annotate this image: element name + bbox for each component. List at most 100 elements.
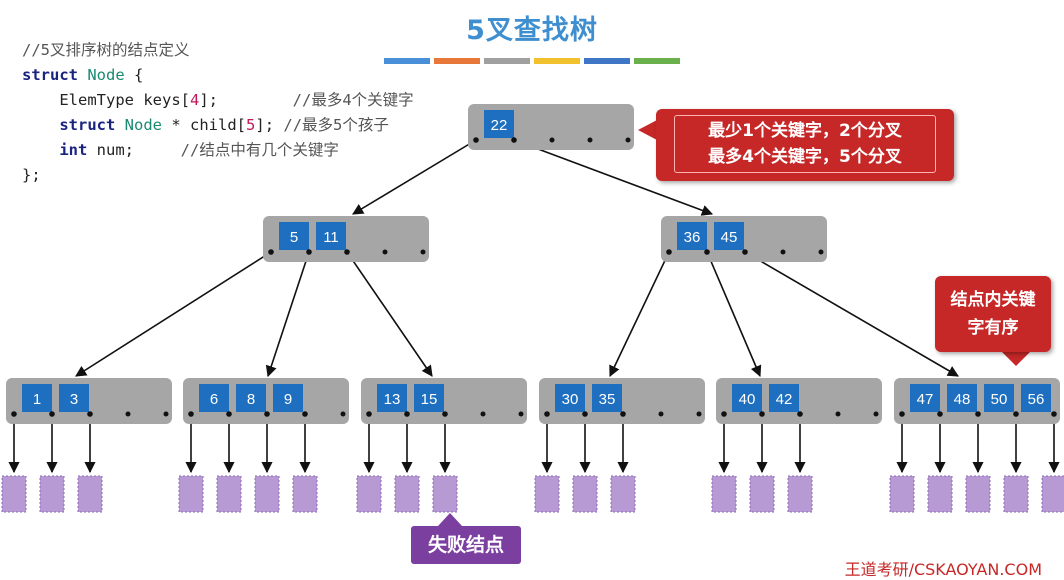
edge-level1-child — [609, 251, 670, 378]
leaf-node-key-label: 8 — [247, 391, 255, 408]
credit-text: 王道考研/CSKAOYAN.COM — [844, 560, 1042, 579]
failure-node — [178, 475, 204, 513]
leaf-node-child-pointer — [721, 411, 727, 417]
code-open-brace: { — [134, 66, 144, 84]
leaf-node-child-pointer — [797, 411, 803, 417]
leaf-node-key-label: 9 — [284, 391, 292, 408]
leaf-node-child-pointer — [302, 411, 308, 417]
level1-node-key-box — [316, 222, 346, 250]
leaf-node-child-pointer — [899, 411, 905, 417]
failure-node — [927, 475, 953, 513]
root-node-null-pointer — [549, 137, 555, 143]
failure-node — [711, 475, 737, 513]
failure-node — [292, 475, 318, 513]
code-keys-name: keys — [143, 91, 181, 109]
leaf-node-key-label: 30 — [562, 391, 579, 408]
leaf-node-key-box — [59, 384, 89, 412]
leaf-node-key-label: 35 — [599, 391, 616, 408]
code-field-child: struct Node * child[5]; //最多5个孩子 — [59, 116, 389, 134]
branch-rule-line-2: 最多4个关键字，5个分叉 — [708, 147, 902, 167]
level1-node-key-label: 36 — [684, 229, 701, 246]
failure-node — [216, 475, 242, 513]
failure-node — [889, 475, 915, 513]
level1-node-child-pointer — [666, 249, 672, 255]
leaf-node-null-pointer — [518, 411, 524, 417]
leaf-node-key-box — [236, 384, 266, 412]
leaf-node-child-pointer — [1013, 411, 1019, 417]
level1-node-child-pointer — [742, 249, 748, 255]
failure-node — [254, 475, 280, 513]
root-node-key-box — [484, 110, 514, 138]
colorbar-seg-1 — [384, 58, 430, 64]
code-num-comment: //结点中有几个关键字 — [180, 141, 339, 159]
code-struct-keyword: struct — [22, 66, 78, 84]
edge-level1-child — [265, 251, 310, 378]
leaf-node-null-pointer — [873, 411, 879, 417]
code-struct-name: Node — [87, 66, 125, 84]
failure-node — [534, 475, 560, 513]
leaf-node-key-label: 6 — [210, 391, 218, 408]
edge-root-right — [513, 139, 714, 216]
leaf-node-child-pointer — [226, 411, 232, 417]
leaf-node: 6 8 9 — [183, 378, 349, 424]
code-field-num: int num; //结点中有几个关键字 — [59, 141, 339, 159]
level1-node-key-box — [677, 222, 707, 250]
edge-level1-child — [75, 251, 272, 377]
leaf-node-key-box — [592, 384, 622, 412]
code-elemtype: ElemType — [59, 91, 134, 109]
leaf-node-key-box — [732, 384, 762, 412]
level1-node-key-label: 45 — [721, 229, 738, 246]
leaf-node-key-box — [414, 384, 444, 412]
level1-node-null-pointer — [780, 249, 786, 255]
colorbar-seg-2 — [434, 58, 480, 64]
code-field-keys: ElemType keys[4]; //最多4个关键字 — [59, 91, 414, 109]
branch-rule-line-1: 最少1个关键字，2个分叉 — [708, 121, 902, 141]
failure-node — [572, 475, 598, 513]
failure-node — [787, 475, 813, 513]
leaf-node-child-pointer — [264, 411, 270, 417]
leaf-node-key-label: 50 — [991, 391, 1008, 408]
leaf-node-key-box — [1021, 384, 1051, 412]
ordered-keys-line-2: 字有序 — [967, 318, 1019, 338]
code-child-struct-keyword: struct — [59, 116, 116, 134]
code-block: //5叉排序树的结点定义 struct Node { ElemType keys… — [22, 38, 414, 188]
level1-node-child-pointer — [268, 249, 274, 255]
leaf-node-key-box — [22, 384, 52, 412]
leaf-node-child-pointer — [544, 411, 550, 417]
failure-node — [394, 475, 420, 513]
level1-node-child-pointer — [704, 249, 710, 255]
leaf-node-key-box — [199, 384, 229, 412]
failure-node — [1003, 475, 1029, 513]
level1-node-null-pointer — [420, 249, 426, 255]
code-child-size: 5 — [246, 116, 256, 134]
root-node-null-pointer — [625, 137, 631, 143]
leaf-node-child-pointer — [759, 411, 765, 417]
level1-node-null-pointer — [382, 249, 388, 255]
root-node-child-pointer — [473, 137, 479, 143]
failure-node-label: 失败结点 — [411, 526, 521, 564]
leaf-node-child-pointer — [937, 411, 943, 417]
code-keys-comment: //最多4个关键字 — [292, 91, 414, 109]
level1-node-key-box — [279, 222, 309, 250]
edge-level1-child — [706, 251, 762, 378]
colorbar-seg-3 — [484, 58, 530, 64]
ordered-keys-callout: 结点内关键 字有序 — [935, 276, 1051, 352]
callout-pointer — [638, 120, 657, 140]
leaf-node-null-pointer — [125, 411, 131, 417]
leaf-node-key-label: 13 — [384, 391, 401, 408]
root-node-key-label: 22 — [491, 117, 508, 134]
leaf-node-child-pointer — [87, 411, 93, 417]
leaf-node-key-box — [910, 384, 940, 412]
leaf-node-child-pointer — [188, 411, 194, 417]
leaf-node-child-pointer — [442, 411, 448, 417]
failure-node — [39, 475, 65, 513]
code-int-keyword: int — [59, 141, 88, 159]
colorbar-seg-5 — [584, 58, 630, 64]
failure-node — [77, 475, 103, 513]
level1-node-null-pointer — [818, 249, 824, 255]
leaf-node-null-pointer — [658, 411, 664, 417]
level1-node-child-pointer — [344, 249, 350, 255]
